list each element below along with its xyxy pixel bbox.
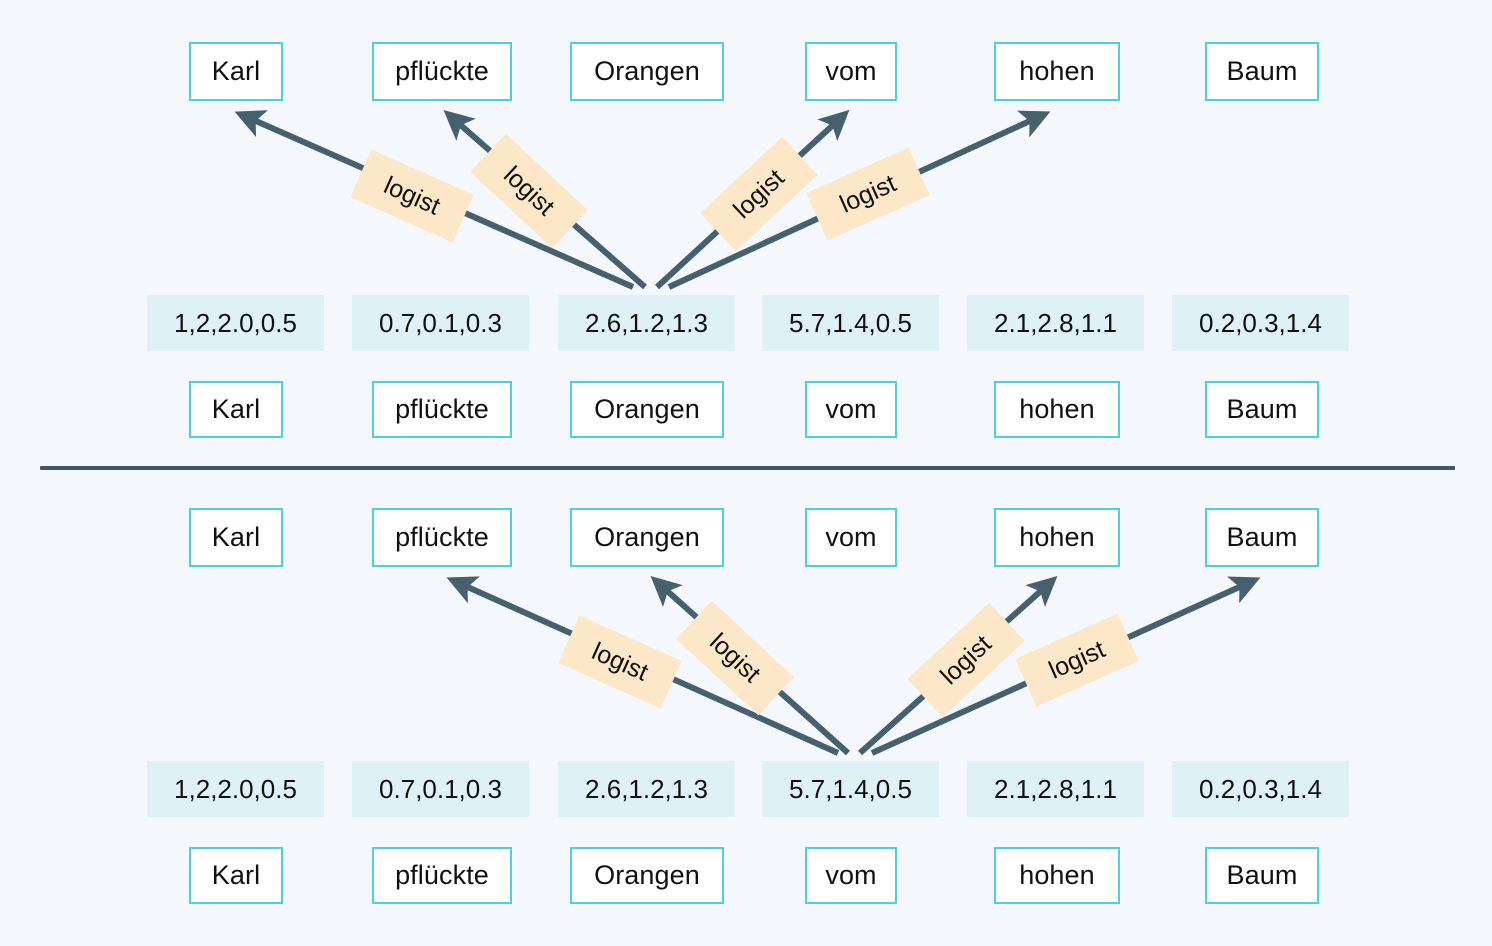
vector-cell-5: 0.2,0.3,1.4 — [1172, 761, 1349, 817]
word-box-karl[interactable]: Karl — [189, 42, 283, 101]
word-box-karl[interactable]: Karl — [189, 847, 283, 904]
panel-divider — [40, 466, 1455, 470]
vector-cell-4: 2.1,2.8,1.1 — [967, 295, 1144, 351]
edge-label-karl: logist — [350, 149, 474, 243]
word-box-baum[interactable]: Baum — [1205, 847, 1319, 904]
word-box-pflueckte[interactable]: pflückte — [372, 381, 512, 438]
word-box-vom[interactable]: vom — [805, 381, 897, 438]
vector-cell-3: 5.7,1.4,0.5 — [762, 761, 939, 817]
edge-label-pflueckte: logist — [558, 615, 682, 709]
word-box-hohen[interactable]: hohen — [994, 381, 1120, 438]
vector-cell-1: 0.7,0.1,0.3 — [352, 295, 529, 351]
vector-cell-0: 1,2,2.0,0.5 — [147, 295, 324, 351]
vector-cell-2: 2.6,1.2,1.3 — [558, 295, 735, 351]
word-box-vom[interactable]: vom — [805, 508, 897, 567]
word-box-orangen[interactable]: Orangen — [570, 42, 724, 101]
edge-label-pflueckte: logist — [470, 133, 588, 249]
vector-cell-0: 1,2,2.0,0.5 — [147, 761, 324, 817]
word-box-orangen[interactable]: Orangen — [570, 508, 724, 567]
word-box-pflueckte[interactable]: pflückte — [372, 42, 512, 101]
vector-cell-5: 0.2,0.3,1.4 — [1172, 295, 1349, 351]
vector-cell-3: 5.7,1.4,0.5 — [762, 295, 939, 351]
vector-cell-1: 0.7,0.1,0.3 — [352, 761, 529, 817]
word-box-baum[interactable]: Baum — [1205, 508, 1319, 567]
edge-label-orangen: logist — [676, 600, 794, 716]
edge-label-baum: logist — [1015, 613, 1139, 707]
edge-label-hohen: logist — [806, 147, 930, 241]
word-box-baum[interactable]: Baum — [1205, 42, 1319, 101]
word-box-pflueckte[interactable]: pflückte — [372, 508, 512, 567]
word-box-hohen[interactable]: hohen — [994, 508, 1120, 567]
vector-cell-4: 2.1,2.8,1.1 — [967, 761, 1144, 817]
edge-label-vom: logist — [700, 136, 818, 252]
word-box-hohen[interactable]: hohen — [994, 847, 1120, 904]
word-box-orangen[interactable]: Orangen — [570, 847, 724, 904]
edge-label-hohen: logist — [907, 602, 1025, 718]
word-box-vom[interactable]: vom — [805, 847, 897, 904]
word-box-karl[interactable]: Karl — [189, 381, 283, 438]
word-box-vom[interactable]: vom — [805, 42, 897, 101]
word-box-baum[interactable]: Baum — [1205, 381, 1319, 438]
word-box-orangen[interactable]: Orangen — [570, 381, 724, 438]
word-box-pflueckte[interactable]: pflückte — [372, 847, 512, 904]
word-box-hohen[interactable]: hohen — [994, 42, 1120, 101]
word-box-karl[interactable]: Karl — [189, 508, 283, 567]
vector-cell-2: 2.6,1.2,1.3 — [558, 761, 735, 817]
